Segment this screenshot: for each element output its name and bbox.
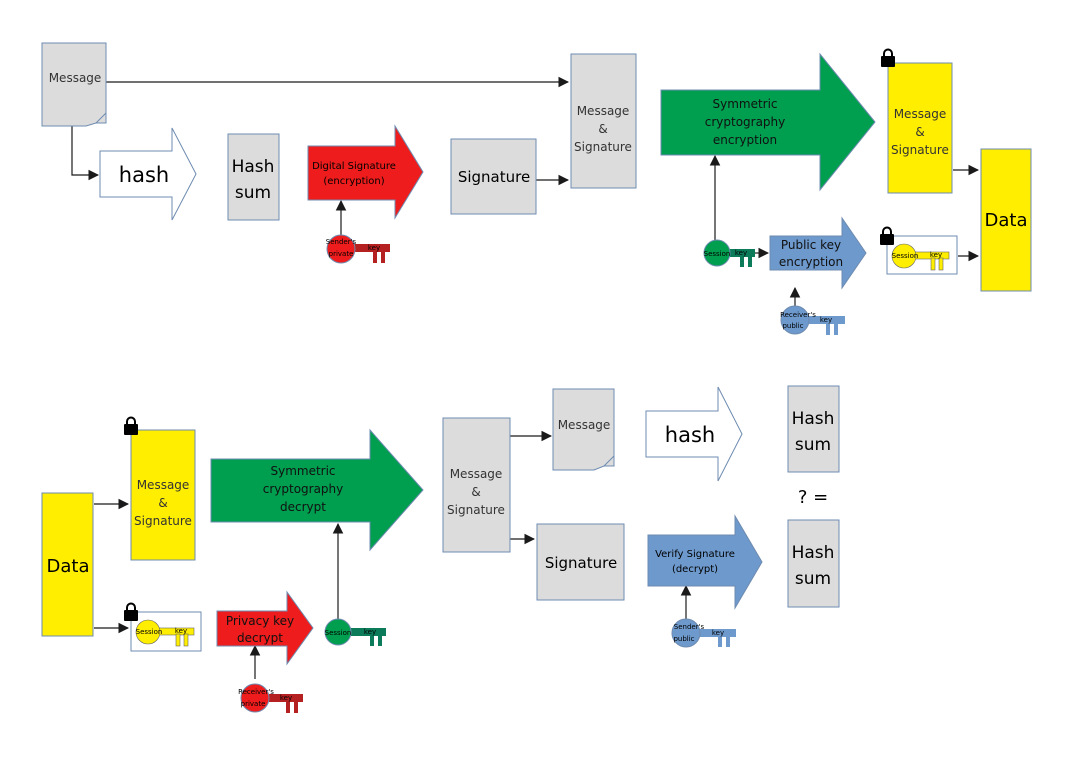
- msgsig-line3: Signature: [574, 140, 632, 154]
- sym-dec-line2: cryptography: [263, 482, 344, 496]
- message-document: Message: [41, 42, 107, 127]
- hash-arrow: hash: [645, 386, 743, 482]
- message-label: Message: [49, 71, 102, 85]
- session-key-icon: Session key: [324, 618, 386, 646]
- symmetric-encryption-arrow: Symmetric cryptography encryption: [660, 52, 876, 192]
- verify-line1: Verify Signature: [655, 549, 735, 560]
- receiver-public-key-line2: public: [782, 322, 803, 330]
- pubenc-line2: encryption: [779, 255, 843, 269]
- receiver-private-key-icon: Receiver's private key: [238, 683, 303, 713]
- sym-enc-line3: encryption: [713, 133, 777, 147]
- connectors-decrypt: [94, 430, 692, 679]
- hash-sum-line1: Hash: [792, 543, 835, 563]
- enc-session-key-line1: Session: [136, 628, 163, 636]
- receiver-private-key-line2: private: [241, 700, 266, 708]
- hash-sum-box-bottom: Hash sum: [787, 519, 840, 608]
- msgsig-line2: &: [471, 485, 480, 499]
- compare-label: ? =: [798, 487, 828, 508]
- enc-msgsig-line1: Message: [137, 478, 190, 492]
- verify-signature-arrow: Verify Signature (decrypt): [647, 514, 763, 610]
- enc-session-key-line1: Session: [892, 252, 919, 260]
- session-key-line2: key: [735, 249, 747, 257]
- message-label: Message: [558, 418, 611, 432]
- encrypted-message-signature-box: Message & Signature: [123, 416, 196, 561]
- msgsig-line1: Message: [450, 467, 503, 481]
- data-label: Data: [985, 210, 1028, 231]
- enc-msgsig-line3: Signature: [891, 143, 949, 157]
- connectors-encrypt: [71, 76, 980, 306]
- sym-dec-line3: decrypt: [280, 500, 326, 514]
- enc-msgsig-line3: Signature: [134, 514, 192, 528]
- privacy-key-decrypt-arrow: Privacy key decrypt: [216, 590, 314, 666]
- sender-public-key-icon: Sender's public key: [671, 618, 736, 648]
- data-label: Data: [47, 556, 90, 577]
- privdecrypt-line1: Privacy key: [226, 614, 294, 628]
- hash-sum-line2: sum: [235, 183, 271, 203]
- padlock-icon: [879, 226, 895, 246]
- sym-dec-line1: Symmetric: [270, 464, 335, 478]
- data-box-decrypt: Data: [41, 492, 94, 637]
- symmetric-decrypt-arrow: Symmetric cryptography decrypt: [210, 428, 424, 552]
- msgsig-line1: Message: [577, 104, 630, 118]
- enc-session-key-line2: key: [930, 251, 942, 259]
- sender-private-key-icon: Sender's private key: [326, 234, 390, 264]
- sender-private-key-line2: private: [329, 250, 354, 258]
- message-signature-box: Message & Signature: [442, 417, 511, 553]
- session-key-line2: key: [364, 628, 376, 636]
- session-key-line1: Session: [325, 629, 352, 637]
- session-key-line1: Session: [704, 250, 731, 258]
- padlock-icon: [880, 48, 896, 68]
- msgsig-line2: &: [598, 122, 607, 136]
- padlock-icon: [123, 416, 139, 436]
- msgsig-line3: Signature: [447, 503, 505, 517]
- enc-msgsig-line2: &: [915, 125, 924, 139]
- hash-sum-box-top: Hash sum: [787, 385, 840, 473]
- encrypted-message-signature-box: Message & Signature: [880, 48, 953, 194]
- sender-private-key-line1: Sender's: [326, 238, 357, 246]
- encrypted-session-key-box: Session key: [123, 602, 202, 652]
- hash-sum-line1: Hash: [232, 157, 275, 177]
- privdecrypt-line2: decrypt: [237, 631, 283, 645]
- hash-arrow: hash: [99, 127, 197, 221]
- receiver-private-key-line3: key: [280, 694, 292, 702]
- hash-sum-box: Hash sum: [227, 133, 280, 221]
- digital-signature-arrow: Digital Signature (encryption): [307, 124, 424, 220]
- message-signature-box: Message & Signature: [570, 53, 637, 189]
- public-key-encryption-arrow: Public key encryption: [769, 216, 867, 290]
- encrypted-session-key-box: Session key: [879, 226, 958, 275]
- hash-sum-line1: Hash: [792, 409, 835, 429]
- receiver-private-key-line1: Receiver's: [238, 688, 274, 696]
- padlock-icon: [123, 602, 139, 622]
- sender-public-key-line2: public: [673, 635, 694, 643]
- message-document: Message: [552, 388, 615, 471]
- sym-enc-line2: cryptography: [705, 115, 786, 129]
- verify-line2: (decrypt): [672, 564, 718, 575]
- sender-private-key-line3: key: [368, 244, 380, 252]
- hash-label: hash: [665, 423, 715, 447]
- signature-box: Signature: [536, 523, 625, 601]
- enc-msgsig-line2: &: [158, 496, 167, 510]
- sender-public-key-line1: Sender's: [674, 623, 705, 631]
- hash-label: hash: [119, 163, 169, 187]
- receiver-public-key-icon: Receiver's public key: [780, 305, 845, 335]
- message-to-hash-line: [71, 122, 100, 181]
- sym-enc-line1: Symmetric: [712, 97, 777, 111]
- hash-sum-line2: sum: [795, 435, 831, 455]
- data-box-encrypt: Data: [980, 148, 1032, 292]
- signature-label: Signature: [458, 168, 530, 186]
- receiver-public-key-line3: key: [820, 316, 832, 324]
- enc-session-key-line2: key: [175, 627, 187, 635]
- session-key-icon: Session key: [703, 239, 755, 267]
- receiver-public-key-line1: Receiver's: [780, 311, 816, 319]
- pubenc-line1: Public key: [781, 238, 841, 252]
- sender-public-key-line3: key: [712, 629, 724, 637]
- signature-label: Signature: [545, 554, 617, 572]
- hash-sum-line2: sum: [795, 569, 831, 589]
- digital-signature-line1: Digital Signature: [312, 161, 396, 172]
- signature-box: Signature: [450, 138, 537, 215]
- enc-msgsig-line1: Message: [894, 107, 947, 121]
- digital-signature-line2: (encryption): [323, 176, 384, 187]
